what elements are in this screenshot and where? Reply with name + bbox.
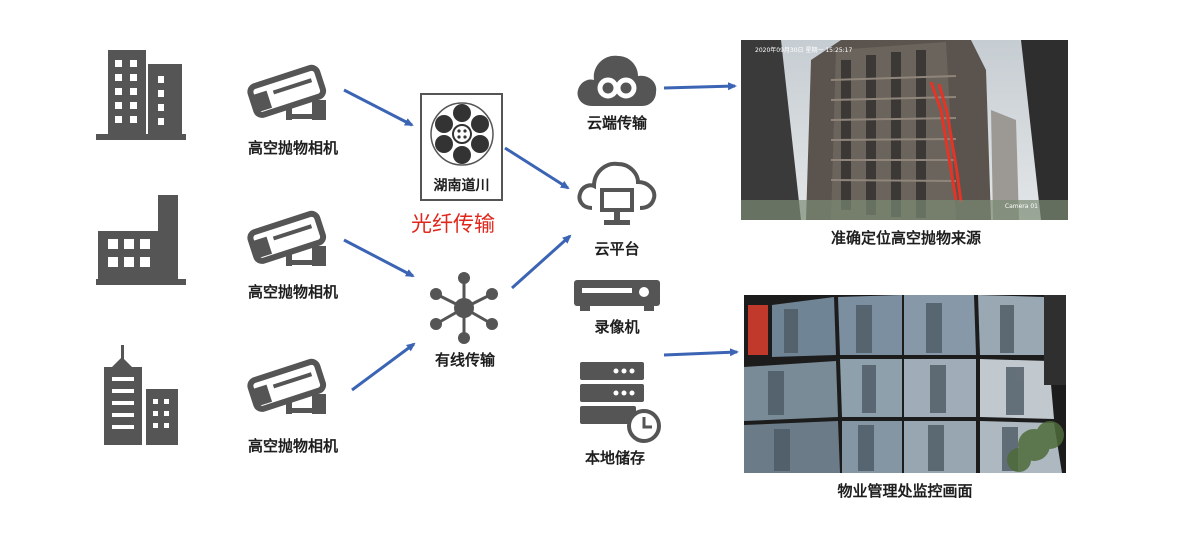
monitor-wall-caption: 物业管理处监控画面 (837, 482, 973, 500)
factory-building-icon (96, 195, 186, 285)
camera-icon (247, 64, 327, 120)
tracking-photo-image (741, 40, 1068, 220)
fiber-cable-icon (430, 102, 494, 166)
fiber-brand-label: 湖南道川 (433, 178, 490, 194)
arrow-cloudlink-to-photo (663, 82, 737, 91)
cloud-transfer-label: 云端传输 (586, 114, 647, 132)
local-storage-label: 本地储存 (584, 449, 645, 467)
server-storage-icon (580, 362, 661, 443)
cloud-monitor-icon (577, 161, 657, 225)
cloud-link-icon (577, 55, 657, 106)
timestamp-overlay: 2020年09月30日 星期一 15:25:17 (755, 47, 853, 54)
arrow-storage-to-monitor (663, 348, 739, 357)
fiber-cable-box: 湖南道川 (420, 93, 503, 201)
arrow-fiber-to-cloud (504, 146, 570, 190)
camera-icon (247, 210, 327, 266)
network-hub-icon (430, 272, 498, 344)
tall-building-icon (96, 50, 186, 140)
monitor-wall-image (744, 295, 1066, 473)
skyscraper-building-icon (104, 345, 178, 445)
video-recorder-icon (574, 280, 660, 311)
cloud-platform-label: 云平台 (594, 240, 640, 258)
tracking-photo: 2020年09月30日 星期一 15:25:17 Camera 01 (741, 40, 1068, 220)
tracking-photo-caption: 准确定位高空抛物来源 (830, 229, 981, 247)
camera-tag-overlay: Camera 01 (1004, 203, 1038, 210)
camera-1-label: 高空抛物相机 (247, 139, 338, 157)
arrow-camera1-to-fiber (343, 88, 414, 127)
recorder-label: 录像机 (594, 318, 640, 336)
camera-2-label: 高空抛物相机 (247, 283, 338, 301)
camera-icon (247, 358, 327, 414)
arrow-hub-to-cloud (510, 234, 572, 290)
arrow-camera3-to-hub (351, 342, 416, 392)
wired-transfer-label: 有线传输 (434, 351, 495, 369)
camera-3-label: 高空抛物相机 (247, 437, 338, 455)
fiber-transfer-label: 光纤传输 (411, 212, 495, 236)
arrow-camera2-to-hub (343, 238, 415, 278)
monitor-wall-photo (744, 295, 1066, 473)
